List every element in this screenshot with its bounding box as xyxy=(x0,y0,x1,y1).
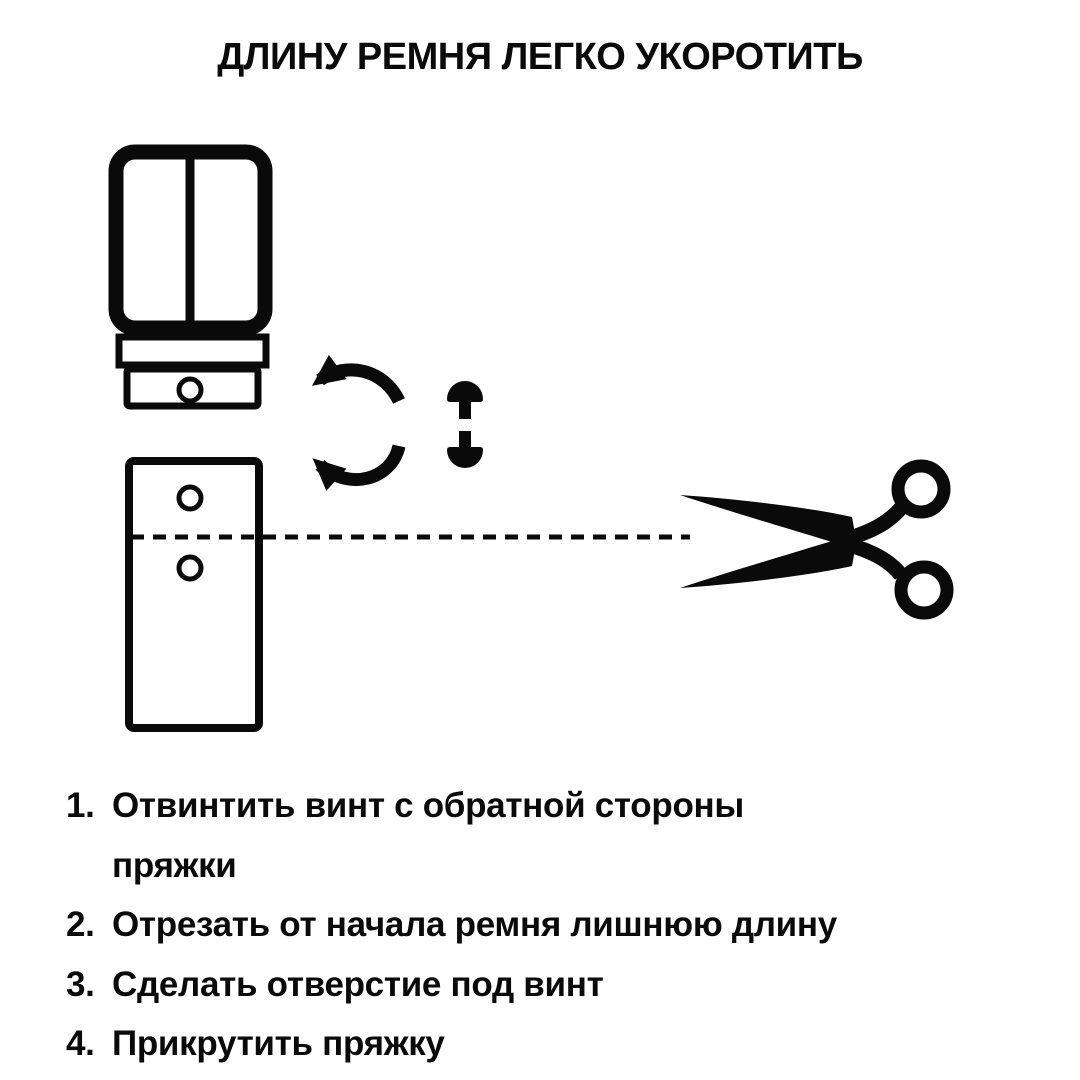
step-text: Отвинтить винт с обратной стороны пряжки xyxy=(112,786,744,885)
step-1: 1. Отвинтить винт с обратной стороны пря… xyxy=(66,776,1006,895)
screw-hole-icon xyxy=(176,376,204,404)
page-title: ДЛИНУ РЕМНЯ ЛЕГКО УКОРОТИТЬ xyxy=(217,36,863,78)
step-number: 2. xyxy=(66,905,95,944)
rotate-counterclockwise-arrows-icon xyxy=(311,354,406,491)
screw-post-icon xyxy=(447,381,483,468)
step-4: 4. Прикрутить пряжку xyxy=(66,1014,1006,1074)
belt-keeper-loop-icon xyxy=(115,333,270,369)
step-text: Прикрутить пряжку xyxy=(112,1024,445,1063)
belt-shortening-diagram xyxy=(108,144,954,732)
step-3: 3. Сделать отверстие под винт xyxy=(66,955,1006,1015)
step-2: 2. Отрезать от начала ремня лишнюю длину xyxy=(66,895,1006,955)
step-number: 3. xyxy=(66,964,95,1004)
step-text: Сделать отверстие под винт xyxy=(112,964,604,1004)
scissors-icon xyxy=(680,459,954,620)
step-number: 1. xyxy=(66,786,95,825)
buckle-tab-icon xyxy=(123,365,262,410)
strap-hole-top-icon xyxy=(176,484,204,512)
belt-buckle-icon xyxy=(108,144,273,336)
step-text: Отрезать от начала ремня лишнюю длину xyxy=(112,905,837,944)
strap-hole-bottom-icon xyxy=(176,554,204,582)
belt-strap-icon xyxy=(125,457,263,732)
instruction-steps: 1. Отвинтить винт с обратной стороны пря… xyxy=(66,776,1006,1074)
step-number: 4. xyxy=(66,1024,95,1063)
